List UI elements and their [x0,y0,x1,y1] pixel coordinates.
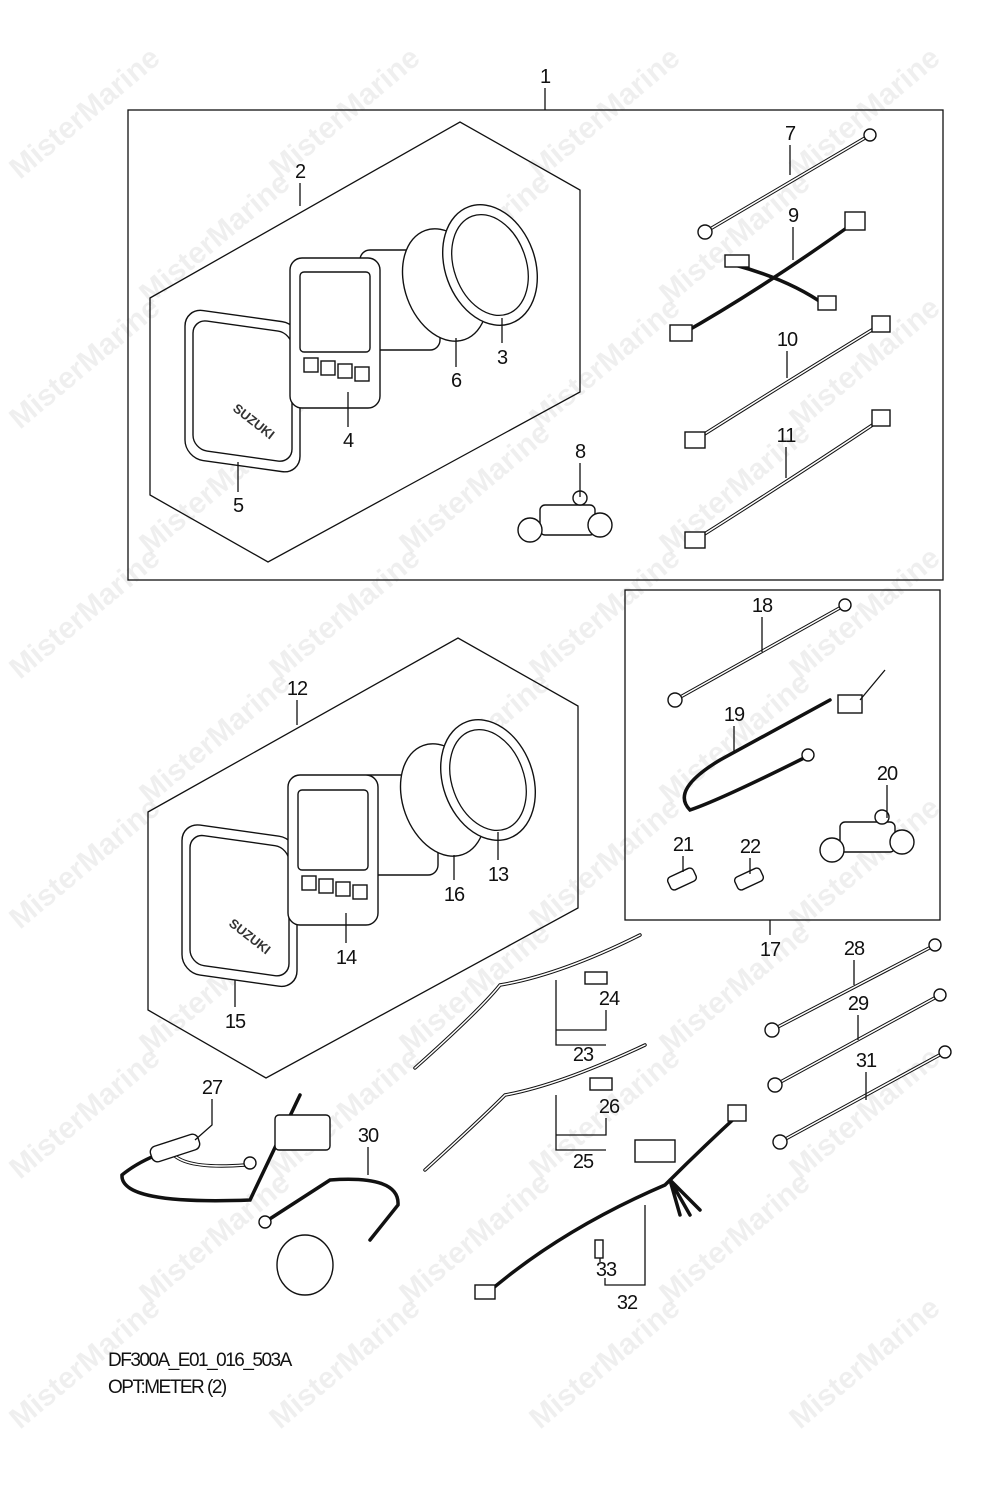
watermark-text: MisterMarine [783,541,946,685]
callout-10: 10 [777,329,798,351]
harness-25 [423,1043,647,1172]
terminator-21 [666,867,698,891]
callout-31: 31 [856,1050,877,1072]
gps-antenna-30 [258,1177,400,1296]
watermark-text: MisterMarine [133,166,296,310]
callout-2: 2 [295,161,306,183]
watermark-text: MisterMarine [263,541,426,685]
harness-32 [474,1104,747,1300]
callout-11: 11 [777,425,797,447]
watermark-text: MisterMarine [263,1041,426,1185]
watermark-text: MisterMarine [393,916,556,1060]
watermark-text: MisterMarine [523,1291,686,1435]
callout-18: 18 [752,595,773,617]
lock-ring-13 [439,719,537,841]
callout-14: 14 [336,947,357,969]
terminator-22 [733,867,765,891]
cable-19 [682,669,886,813]
kit-box-17 [624,589,941,921]
watermark-text: MisterMarine [783,291,946,435]
callout-25: 25 [573,1151,594,1173]
callout-3: 3 [497,347,508,369]
meter-cover-5: SUZUKI [184,309,301,473]
cable-11 [684,409,891,549]
callout-15: 15 [225,1011,246,1033]
callout-28: 28 [844,938,865,960]
harness-23 [413,933,642,1070]
watermark-text: MisterMarine [783,41,946,185]
watermark-text: MisterMarine [653,666,816,810]
meter-cover-15: SUZUKI [181,824,298,988]
meter-body-14 [287,774,439,926]
kit-box-1 [127,109,944,581]
callout-32: 32 [617,1292,638,1314]
lock-ring-3 [441,204,539,326]
watermark-text: MisterMarine [783,1291,946,1435]
leader-lines [194,88,888,1286]
callout-22: 22 [740,836,761,858]
sensor-27 [120,1093,331,1203]
diagram-title: OPT:METER (2) [108,1377,227,1398]
callout-29: 29 [848,993,869,1015]
watermark-text: MisterMarine [653,916,816,1060]
harness-9 [669,211,866,342]
kit-frame-2 [149,121,581,563]
cable-7 [697,128,877,240]
watermark-text: MisterMarine [263,41,426,185]
callout-19: 19 [724,704,745,726]
callout-5: 5 [233,495,244,517]
callout-24: 24 [599,988,620,1010]
callout-1: 1 [540,66,551,88]
callout-4: 4 [343,430,354,452]
kit-frame-12 [147,637,579,1079]
watermark-text: MisterMarine [523,41,686,185]
callout-21: 21 [673,834,694,856]
callout-numbers: 1 2 3 4 5 6 7 8 9 10 11 12 13 14 15 16 1… [202,66,899,1314]
watermark-text: MisterMarine [523,791,686,935]
watermark-text: MisterMarine [523,541,686,685]
cable-18 [667,598,852,708]
callout-33: 33 [596,1259,617,1281]
callout-12: 12 [287,678,308,700]
cable-31 [772,1045,952,1150]
diagram-code: DF300A_E01_016_503A [108,1350,292,1371]
watermark-text: MisterMarine [653,166,816,310]
callout-6: 6 [451,370,462,392]
callout-13: 13 [488,864,509,886]
watermark-text: MisterMarine [133,1166,296,1310]
cable-28 [764,938,942,1038]
watermark-text: MisterMarine [523,291,686,435]
callout-26: 26 [599,1096,620,1118]
watermark-text: MisterMarine [3,291,166,435]
callout-16: 16 [444,884,465,906]
watermark-text: MisterMarine [3,41,166,185]
callout-8: 8 [575,441,586,463]
watermark-text: MisterMarine [133,666,296,810]
callout-20: 20 [877,763,898,785]
callout-9: 9 [788,205,799,227]
callout-17: 17 [760,939,781,961]
cable-10 [684,315,891,449]
callout-30: 30 [358,1125,379,1147]
t-connector-8 [517,490,613,543]
t-connector-20 [819,809,915,863]
watermark-text: MisterMarine [3,791,166,935]
bolt-33 [594,1239,604,1259]
watermark-text: MisterMarine [783,791,946,935]
callout-27: 27 [202,1077,223,1099]
callout-23: 23 [573,1044,594,1066]
callout-7: 7 [785,123,796,145]
watermark-text: MisterMarine [3,541,166,685]
